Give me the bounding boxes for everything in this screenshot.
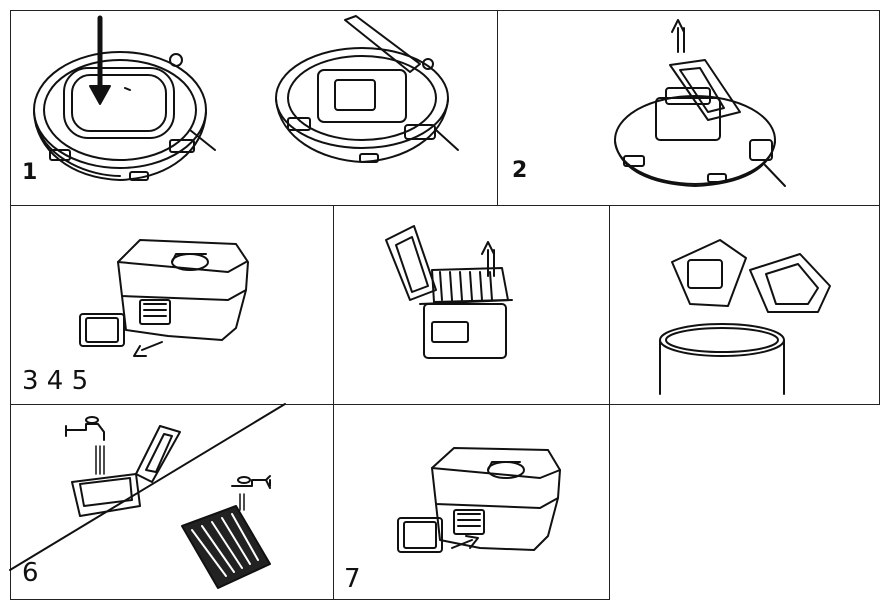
step-number-2: 2 [512,158,528,183]
panel-3-4-5-c [609,205,880,405]
diagonal-divider [9,403,286,571]
step-number-6: 6 [22,558,39,588]
dustbin-filter-removal-illustration [79,239,249,357]
panel-7 [333,404,610,600]
robot-lid-open-illustration [275,15,459,163]
step-number-1: 1 [22,160,38,185]
robot-press-lid-illustration [33,15,216,181]
rinse-filter-under-tap-illustration [181,475,271,589]
step-number-7: 7 [344,564,361,594]
dustbin-open-lift-filter-illustration [385,225,513,359]
empty-dustbin-into-trash-illustration [659,239,831,395]
reinsert-filter-illustration [397,447,561,553]
step-number-3-4-5: 3 4 5 [22,366,89,396]
robot-lift-dustbin-illustration [614,19,786,187]
rinse-dustbin-under-tap-illustration [65,416,181,517]
